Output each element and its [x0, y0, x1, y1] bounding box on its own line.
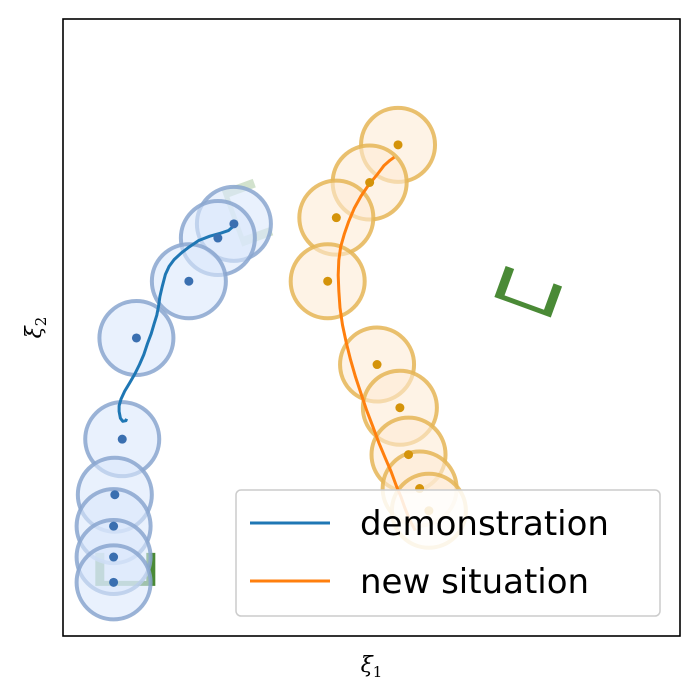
marker-dot-0-5: [110, 490, 120, 500]
x-axis-label-main: ξ: [361, 653, 375, 678]
marker-dot-1-4: [372, 360, 382, 370]
y-axis-label-sub: 2: [32, 317, 50, 327]
y-axis-label-main: ξ: [22, 324, 47, 338]
marker-dot-1-1: [365, 178, 375, 188]
y-axis-label: ξ2: [22, 317, 50, 339]
legend-entry-demonstration: demonstration: [360, 504, 609, 544]
marker-dot-0-6: [109, 521, 119, 531]
marker-dot-0-3: [131, 333, 141, 343]
marker-dot-1-0: [393, 140, 403, 150]
x-axis-label: ξ1: [361, 653, 383, 681]
marker-dot-0-7: [109, 552, 119, 562]
marker-dot-0-4: [117, 434, 127, 444]
marker-dot-1-3: [323, 276, 333, 286]
marker-dot-0-8: [109, 577, 119, 587]
plot-area: [74, 105, 563, 622]
legend-entry-new-situation: new situation: [360, 562, 589, 602]
marker-dot-0-1: [213, 233, 223, 243]
x-axis-label-sub: 1: [373, 663, 383, 681]
axes-frame: [62, 18, 681, 637]
legend-box: [235, 489, 661, 617]
trajectory-line-1: [336, 155, 417, 532]
legend: demonstration new situation: [235, 489, 661, 617]
trajectory-line-0: [117, 221, 236, 423]
marker-dot-0-0: [229, 219, 239, 229]
marker-dot-1-2: [331, 213, 341, 223]
marker-dot-1-6: [404, 450, 414, 460]
marker-dot-0-2: [184, 276, 194, 286]
marker-dot-1-5: [395, 403, 405, 413]
obstacle-1: [494, 265, 563, 318]
